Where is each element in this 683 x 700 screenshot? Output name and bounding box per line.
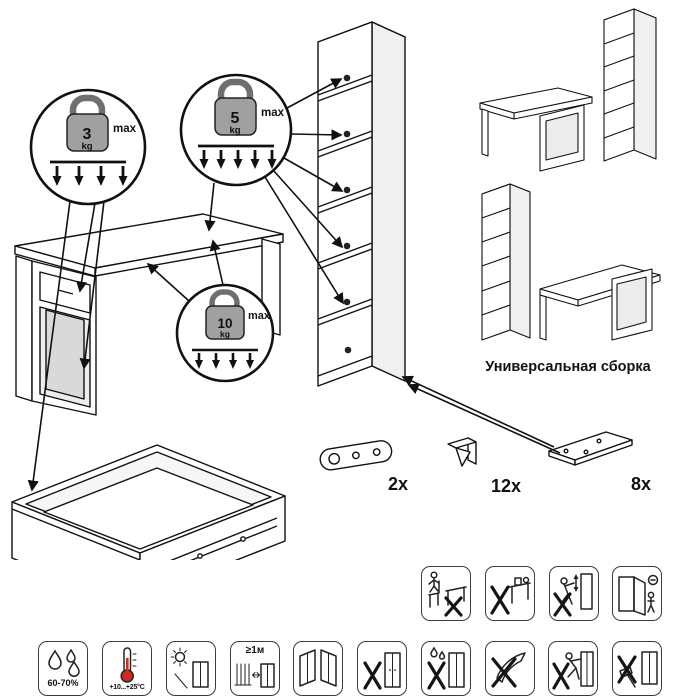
weight-value: 3 — [83, 126, 92, 143]
load-arrows — [192, 348, 258, 369]
drawer-3d — [11, 444, 286, 560]
shelf-pin-dot — [343, 130, 351, 138]
care-icon-no-sharp — [485, 641, 535, 696]
keyhole-plate-icon — [319, 440, 393, 471]
door-pinch-tipover-warning-icon — [618, 574, 659, 616]
thermometer-icon — [120, 646, 137, 683]
weight-max: max — [248, 310, 271, 322]
care-icon-no-wet — [421, 641, 471, 696]
thumb-desk-mirrored — [539, 264, 661, 341]
corner-desk — [14, 213, 284, 416]
shelf-pin-dot — [344, 346, 352, 354]
weight-value: 5 — [231, 110, 240, 127]
care-icon-no-cleaners — [357, 641, 407, 696]
hardware-count-bracket: 8x — [631, 474, 651, 494]
humidity-label: 60-70% — [47, 677, 79, 688]
weight-unit: kg — [229, 125, 240, 136]
heat-distance-icon — [234, 662, 275, 688]
care-icon-distance: ≥1м — [230, 641, 280, 696]
warning-icon-door-tipover — [612, 566, 662, 621]
weight-badge-10kg: 10 kg max — [175, 283, 275, 383]
shelf-support-bracket-icon — [447, 437, 477, 467]
kettlebell-icon — [214, 78, 257, 136]
care-icon-ventilation — [293, 641, 343, 696]
shelf-pin-dot — [343, 74, 351, 82]
callout-lines — [27, 78, 561, 492]
warning-icon-no-climbing-on-chair — [421, 566, 471, 621]
care-icon-no-drag — [548, 641, 598, 696]
temperature-label: +10...+25°C — [109, 683, 145, 691]
load-arrows — [198, 144, 277, 169]
care-icon-temperature: +10...+25°C — [102, 641, 152, 696]
care-icon-no-hammer — [612, 641, 662, 696]
kettlebell-icon — [205, 289, 245, 340]
humidity-drops-icon — [48, 648, 80, 677]
weight-unit: kg — [81, 141, 92, 152]
hardware-count-support: 12x — [491, 476, 521, 496]
weight-value: 10 — [217, 316, 232, 331]
load-arrows — [50, 160, 128, 186]
assembly-diagram: Универсальная сборка — [11, 8, 661, 560]
no-standing-on-furniture-icon — [490, 576, 531, 615]
tall-bookshelf — [317, 21, 406, 387]
no-sharp-tools-icon — [491, 651, 526, 688]
shelf-pin-dot — [343, 298, 351, 306]
thumb-shelf-tall — [603, 8, 657, 162]
shelf-pin-dot — [343, 242, 351, 250]
weight-max: max — [261, 107, 285, 119]
no-climbing-tipover-icon — [553, 573, 593, 617]
no-dragging-icon — [552, 650, 594, 690]
thumb-desk-right — [479, 87, 593, 172]
thumb-shelf-mid — [481, 183, 531, 341]
universal-assembly-label: Универсальная сборка — [485, 359, 651, 375]
no-wet-cleaning-icon — [427, 646, 465, 690]
weight-badge-3kg: 3 kg max — [29, 88, 147, 206]
flat-mounting-bracket-icon — [548, 431, 633, 466]
open-window-icon — [299, 648, 337, 687]
kettlebell-icon — [66, 94, 109, 152]
warning-icon-no-climbing — [549, 566, 599, 621]
warning-icon-no-standing — [485, 566, 535, 621]
weight-unit: kg — [220, 329, 230, 339]
weight-max: max — [113, 123, 137, 135]
no-climbing-on-chair-icon — [428, 571, 467, 617]
care-icon-sunlight — [166, 641, 216, 696]
hardware-items — [319, 431, 633, 471]
care-icon-humidity: 60-70% — [38, 641, 88, 696]
universal-assembly-thumbnails — [479, 8, 661, 341]
avoid-sunlight-icon — [170, 647, 209, 688]
no-aggressive-cleaners-icon — [363, 651, 401, 690]
distance-label: ≥1м — [245, 645, 265, 656]
shelf-pin-dot — [343, 186, 351, 194]
weight-badge-5kg: 5 kg max — [179, 73, 293, 187]
no-hammer-impacts-icon — [617, 650, 658, 688]
hardware-count-plate: 2x — [388, 474, 408, 494]
